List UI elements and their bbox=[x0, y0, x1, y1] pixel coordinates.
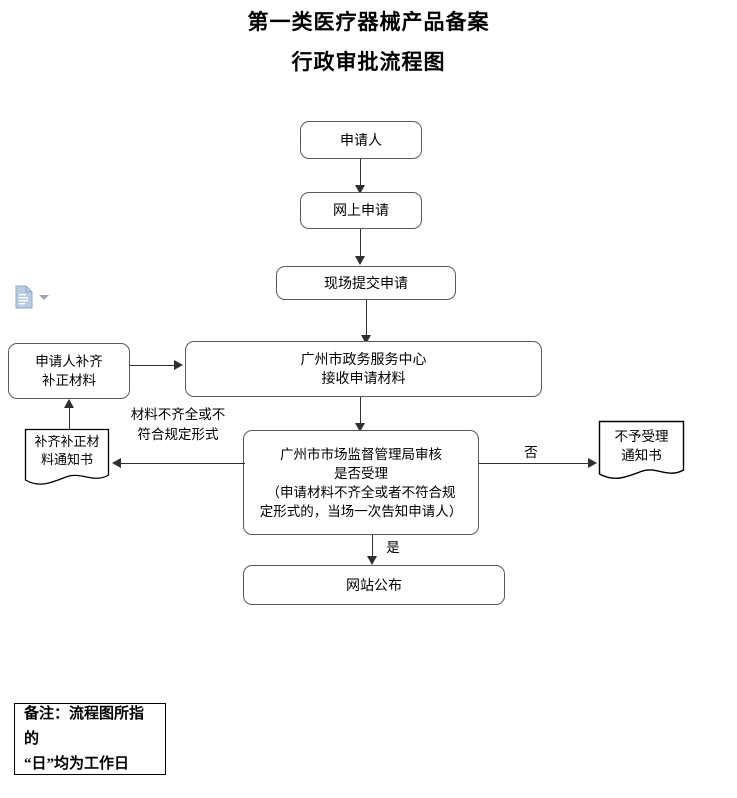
connector-supplement-to-center bbox=[130, 365, 176, 366]
node-onsite-submission: 现场提交申请 bbox=[276, 266, 456, 300]
arrowhead-review-to-publish bbox=[367, 556, 377, 565]
doc-rejection-notice-label: 不予受理 通知书 bbox=[614, 429, 669, 463]
arrowhead-onsite-to-center bbox=[361, 335, 371, 344]
node-website-publish: 网站公布 bbox=[243, 565, 505, 605]
edge-label-material-incomplete: 材料不齐全或不 符合规定形式 bbox=[130, 407, 226, 442]
doc-supplement-notice-label: 补齐补正材 料通知书 bbox=[34, 434, 100, 467]
arrowhead-review-to-rejection bbox=[588, 458, 597, 468]
arrowhead-supplement-to-center bbox=[174, 360, 183, 370]
document-shape-supplement bbox=[24, 428, 110, 485]
connector-review-to-rejection bbox=[479, 463, 591, 464]
note-box: 备注：流程图所指的 “日”均为工作日 bbox=[14, 703, 166, 775]
document-shape-rejection bbox=[598, 420, 685, 480]
connector-applicant-to-online bbox=[360, 159, 361, 187]
node-applicant: 申请人 bbox=[300, 121, 422, 159]
connector-notice-to-supplement bbox=[69, 408, 70, 430]
chevron-down-icon[interactable] bbox=[39, 294, 49, 300]
page-title-line-1: 第一类医疗器械产品备案 bbox=[247, 10, 490, 34]
document-icon bbox=[15, 285, 33, 309]
connector-review-to-publish bbox=[372, 535, 373, 559]
arrowhead-notice-to-supplement bbox=[64, 399, 74, 408]
arrowhead-center-to-review bbox=[355, 423, 365, 432]
node-applicant-supplement: 申请人补齐 补正材料 bbox=[8, 343, 130, 399]
arrowhead-review-to-supplement-notice bbox=[112, 458, 121, 468]
connector-review-to-supplement-notice bbox=[120, 463, 245, 464]
node-service-center: 广州市政务服务中心 接收申请材料 bbox=[185, 341, 542, 397]
page-title-line-2: 行政审批流程图 bbox=[291, 50, 446, 74]
node-online-application: 网上申请 bbox=[300, 192, 422, 229]
node-review-decision: 广州市市场监督管理局审核 是否受理 （申请材料不齐全或者不符合规 定形式的，当场… bbox=[243, 430, 479, 535]
edge-label-no: 否 bbox=[524, 445, 538, 460]
arrowhead-online-to-onsite bbox=[355, 256, 365, 265]
arrowhead-applicant-to-online bbox=[355, 185, 365, 194]
doc-supplement-notice: 补齐补正材 料通知书 bbox=[24, 428, 110, 488]
connector-onsite-to-center bbox=[366, 300, 367, 338]
connector-online-to-onsite bbox=[360, 229, 361, 257]
edge-label-yes: 是 bbox=[386, 540, 400, 555]
connector-center-to-review bbox=[360, 397, 361, 425]
doc-rejection-notice: 不予受理 通知书 bbox=[598, 420, 685, 482]
document-icon-widget[interactable] bbox=[14, 285, 49, 309]
note-text: 备注：流程图所指的 “日”均为工作日 bbox=[24, 705, 145, 772]
